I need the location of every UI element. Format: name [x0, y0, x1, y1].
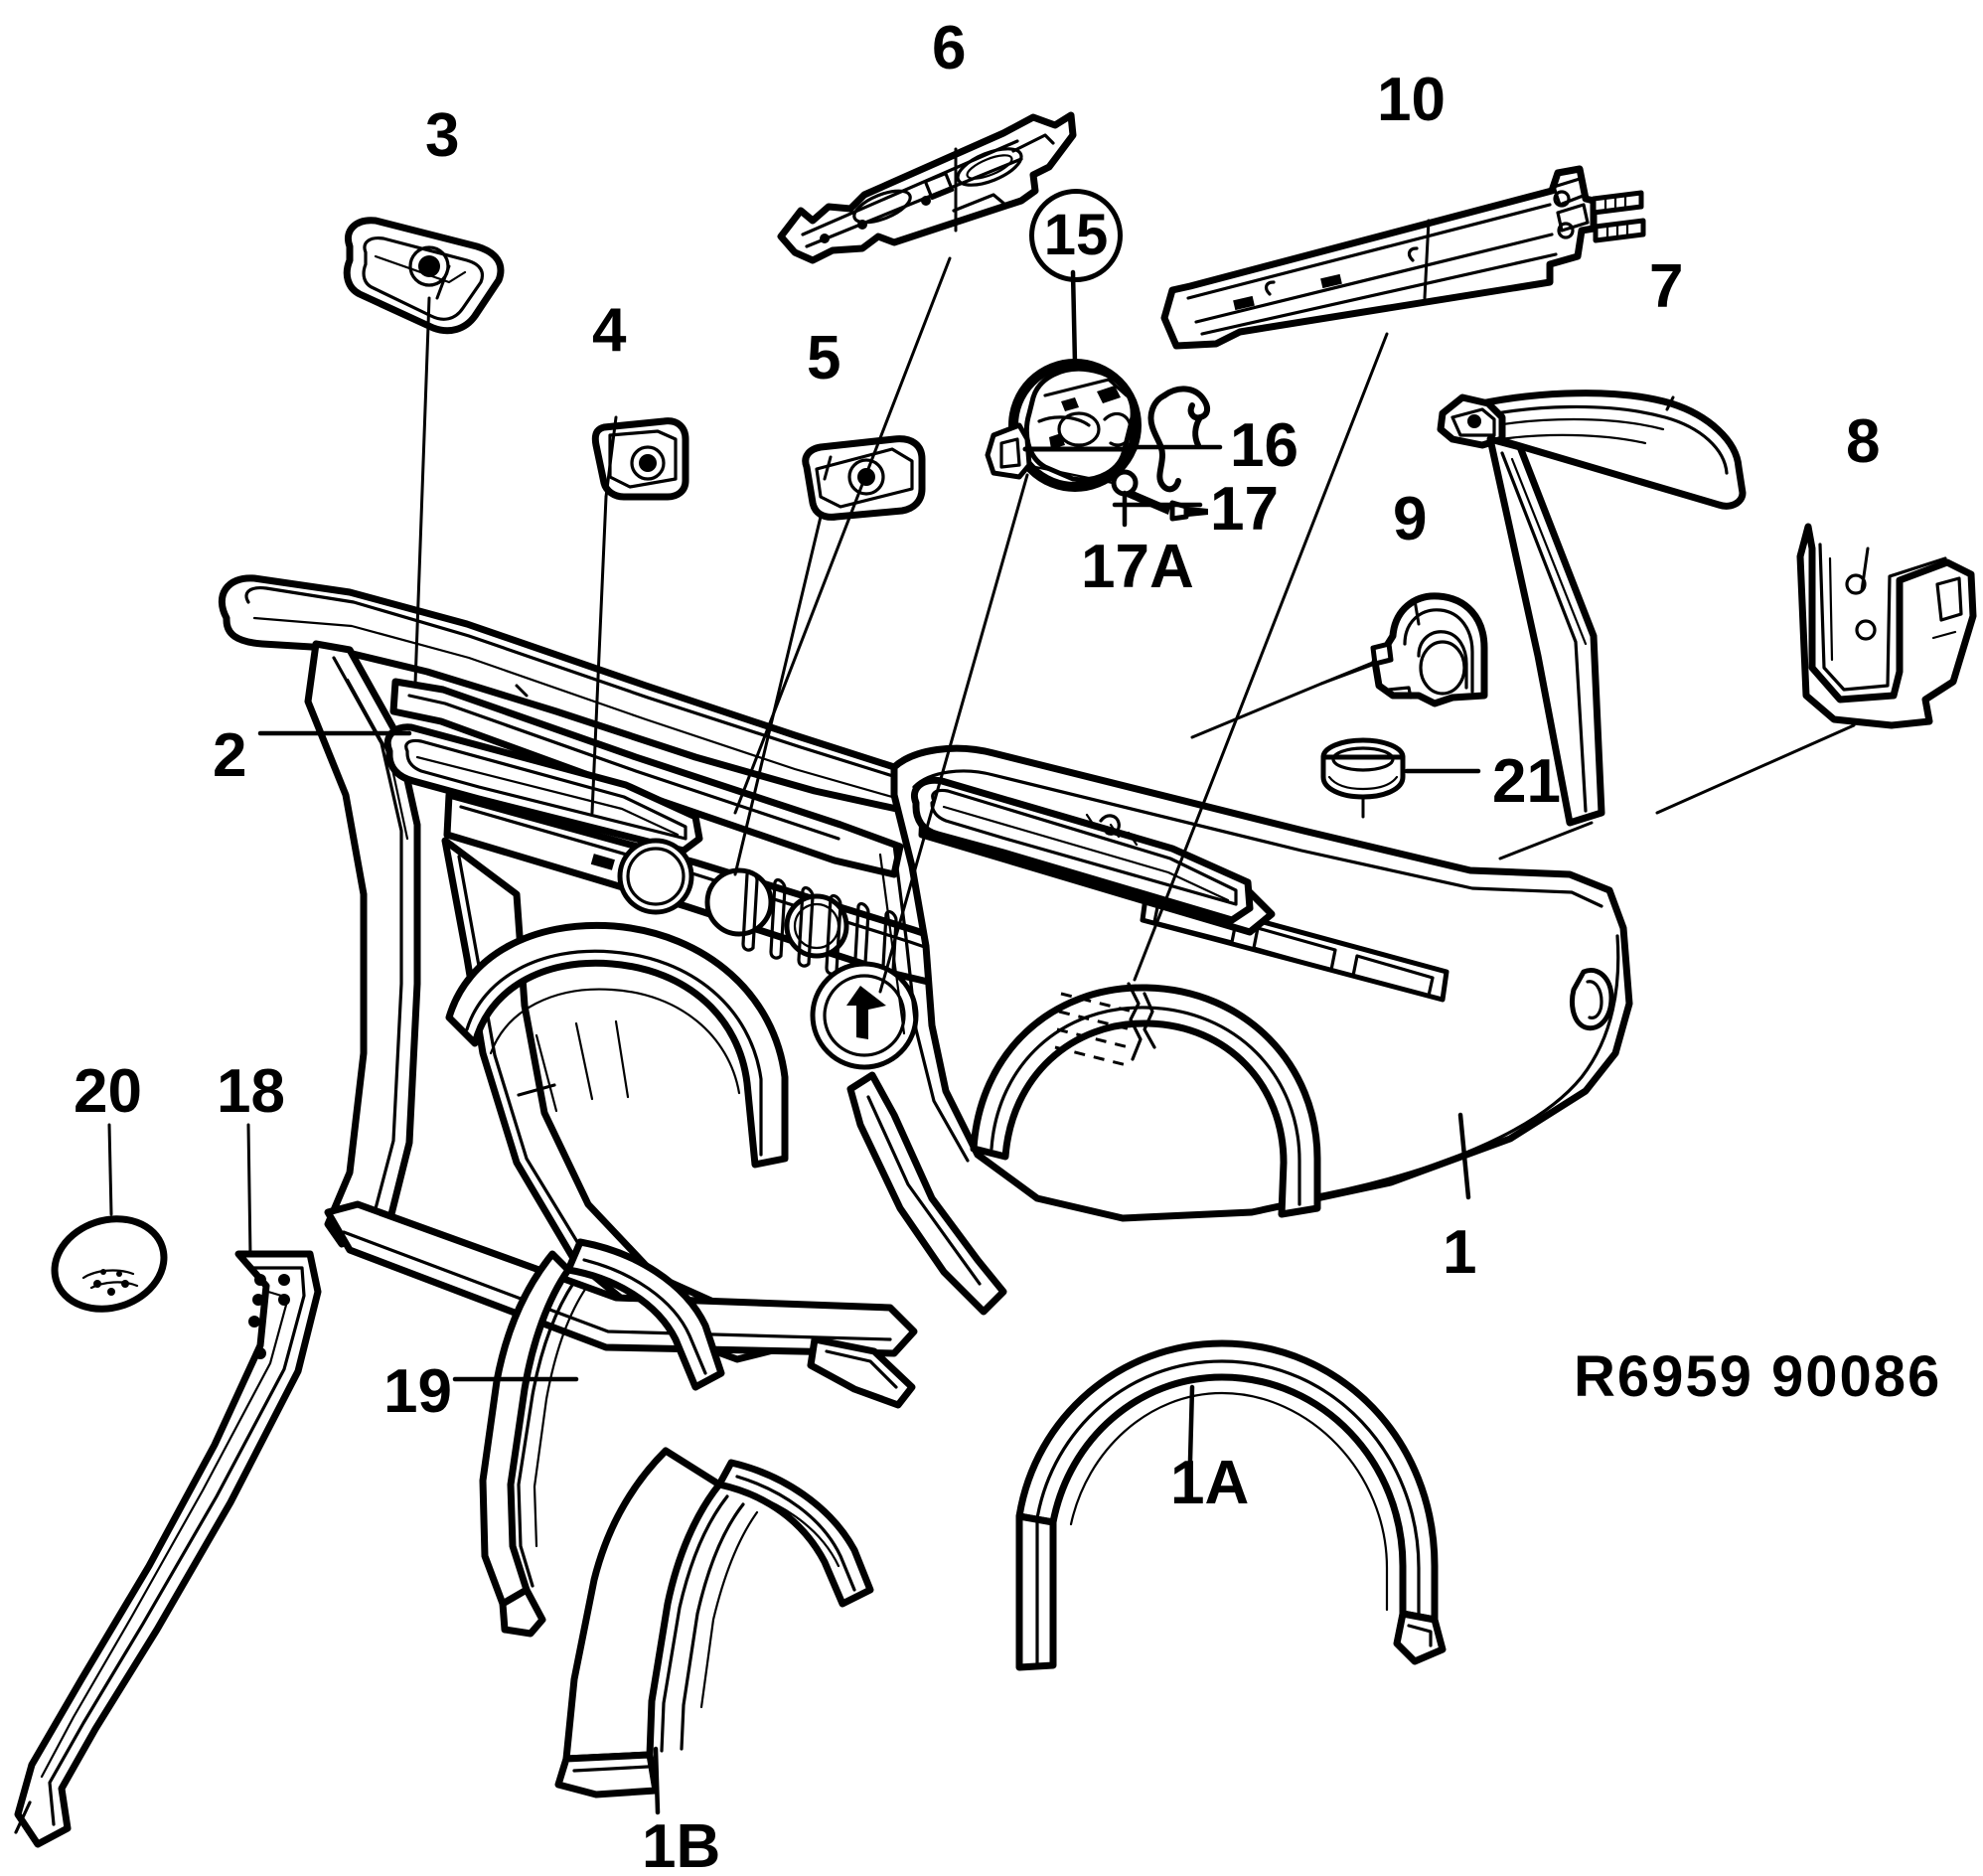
callout-19: 19 [383, 1357, 452, 1426]
callout-16: 16 [1230, 411, 1298, 480]
callout-6: 6 [932, 14, 967, 82]
part-6-reinforcement-rail [777, 111, 1077, 264]
callout-9: 9 [1393, 485, 1428, 553]
drawing-reference-number: R6959 90086 [1574, 1344, 1942, 1409]
part-16-retaining-clip [1147, 386, 1210, 493]
callout-1b: 1B [642, 1812, 721, 1876]
part-18-rear-pillar-inner [14, 1250, 322, 1848]
callout-17: 17 [1210, 475, 1279, 544]
part-21-drain-plug [1320, 737, 1406, 800]
weld-hatching [1054, 982, 1156, 1067]
callout-4: 4 [592, 296, 627, 365]
part-15-fuel-filler-housing [985, 359, 1142, 492]
callout-15: 15 [1029, 189, 1123, 282]
part-10-crossmember [1160, 165, 1646, 350]
part-1a-wheel-arch-repair [1015, 1339, 1447, 1671]
callout-1: 1 [1443, 1218, 1477, 1287]
callout-7: 7 [1649, 252, 1684, 321]
callout-8: 8 [1846, 407, 1881, 476]
callout-17a: 17A [1081, 533, 1194, 601]
part-1b-lower-repair-panel [554, 1447, 874, 1798]
callout-3: 3 [425, 101, 460, 170]
part-20-grommet [51, 1215, 168, 1313]
part-9-anchor-housing [1319, 592, 1488, 707]
part-17-hinge-pin-link [1111, 469, 1208, 522]
callout-20: 20 [74, 1057, 142, 1126]
part-5-cover-plate [802, 435, 926, 521]
callout-10: 10 [1377, 66, 1446, 134]
callout-18: 18 [217, 1057, 285, 1126]
part-7-wheel-house-extension [1437, 390, 1747, 827]
callout-1a: 1A [1170, 1449, 1250, 1517]
part-8-mounting-bracket [1796, 523, 1977, 729]
part-4-bracket [591, 417, 689, 501]
main-body-assembly [218, 574, 1633, 1409]
leader-lines [107, 147, 1870, 1815]
part-19-arch-brace [479, 1238, 725, 1638]
part-3-trim-cover [343, 217, 505, 335]
callout-2: 2 [213, 721, 247, 790]
callout-5: 5 [807, 324, 841, 392]
callout-21: 21 [1492, 747, 1561, 816]
